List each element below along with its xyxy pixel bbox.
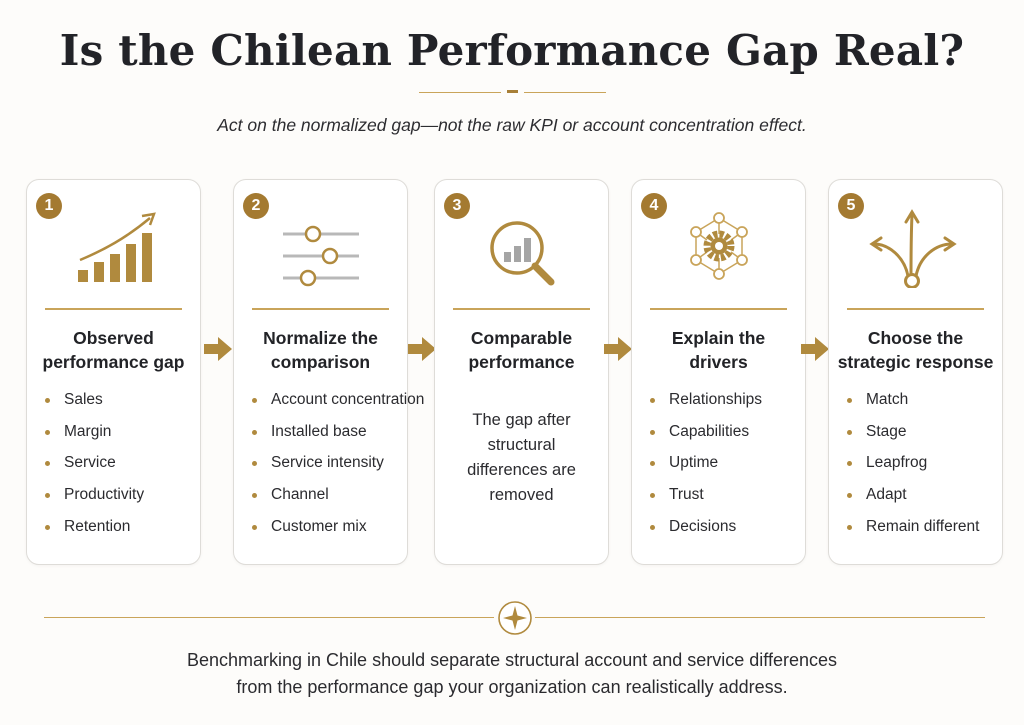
step-title: Choose the strategic response	[837, 328, 994, 372]
list-item: Decisions	[650, 517, 762, 537]
subtitle: Act on the normalized gap—not the raw KP…	[217, 115, 807, 135]
step-card-2: 2 Normalize the comparison Account conce…	[233, 179, 424, 565]
list-item: Customer mix	[252, 517, 424, 537]
step-title: Observed performance gap	[42, 328, 185, 372]
list-item: Productivity	[45, 485, 144, 505]
list-item: Relationships	[650, 390, 762, 410]
list-item: Capabilities	[650, 422, 762, 442]
list-item: Retention	[45, 517, 144, 537]
list-item: Sales	[45, 390, 144, 410]
step-number-badge: 4	[641, 193, 667, 219]
step-description: The gap after structural differences are…	[467, 411, 576, 504]
bullet-list: Match Stage Leapfrog Adapt Remain differ…	[847, 390, 979, 548]
step-card-1: 1 Observed performance gap Sales Margin …	[26, 179, 201, 565]
arrow-right-icon	[408, 337, 436, 361]
list-item: Channel	[252, 485, 424, 505]
sliders-icon	[283, 225, 359, 287]
list-item: Uptime	[650, 453, 762, 473]
list-item: Leapfrog	[847, 453, 979, 473]
growth-bar-chart-icon	[78, 212, 156, 282]
step-title: Comparable performance	[468, 328, 575, 372]
list-item: Account concentration	[252, 390, 424, 410]
branching-arrows-icon	[869, 209, 957, 288]
list-item: Service intensity	[252, 453, 424, 473]
bullet-list: Account concentration Installed base Ser…	[252, 390, 424, 548]
list-item: Adapt	[847, 485, 979, 505]
step-number-badge: 5	[838, 193, 864, 219]
step-number-badge: 3	[444, 193, 470, 219]
list-item: Margin	[45, 422, 144, 442]
step-title: Normalize the comparison	[263, 328, 378, 372]
step-card-4: 4 Explain the drive	[631, 179, 806, 565]
card-divider	[45, 308, 182, 310]
list-item: Stage	[847, 422, 979, 442]
title-divider-left	[419, 92, 501, 93]
gear-network-icon	[690, 212, 748, 280]
list-item: Trust	[650, 485, 762, 505]
bullet-list: Sales Margin Service Productivity Retent…	[45, 390, 144, 548]
list-item: Installed base	[252, 422, 424, 442]
arrow-right-icon	[204, 337, 232, 361]
step-title: Explain the drivers	[671, 328, 766, 372]
card-divider	[252, 308, 389, 310]
compass-star-icon	[498, 601, 532, 635]
step-number-badge: 1	[36, 193, 62, 219]
footer-divider-left	[44, 617, 494, 619]
step-card-5: 5 Choose the strategic response Match St…	[828, 179, 1003, 565]
card-divider	[847, 308, 984, 310]
step-number-badge: 2	[243, 193, 269, 219]
card-divider	[453, 308, 590, 310]
bullet-list: Relationships Capabilities Uptime Trust …	[650, 390, 762, 548]
step-card-3: 3 Comparable performance The gap after s…	[434, 179, 609, 565]
card-divider	[650, 308, 787, 310]
footer-divider-right	[535, 617, 985, 619]
magnifier-chart-icon	[490, 221, 555, 286]
title-divider-right	[524, 92, 606, 93]
footer-text: Benchmarking in Chile should separate st…	[186, 650, 838, 697]
list-item: Match	[847, 390, 979, 410]
list-item: Remain different	[847, 517, 979, 537]
page-title: Is the Chilean Performance Gap Real?	[59, 26, 965, 75]
arrow-right-icon	[604, 337, 632, 361]
title-divider-accent	[507, 90, 518, 93]
list-item: Service	[45, 453, 144, 473]
arrow-right-icon	[801, 337, 829, 361]
